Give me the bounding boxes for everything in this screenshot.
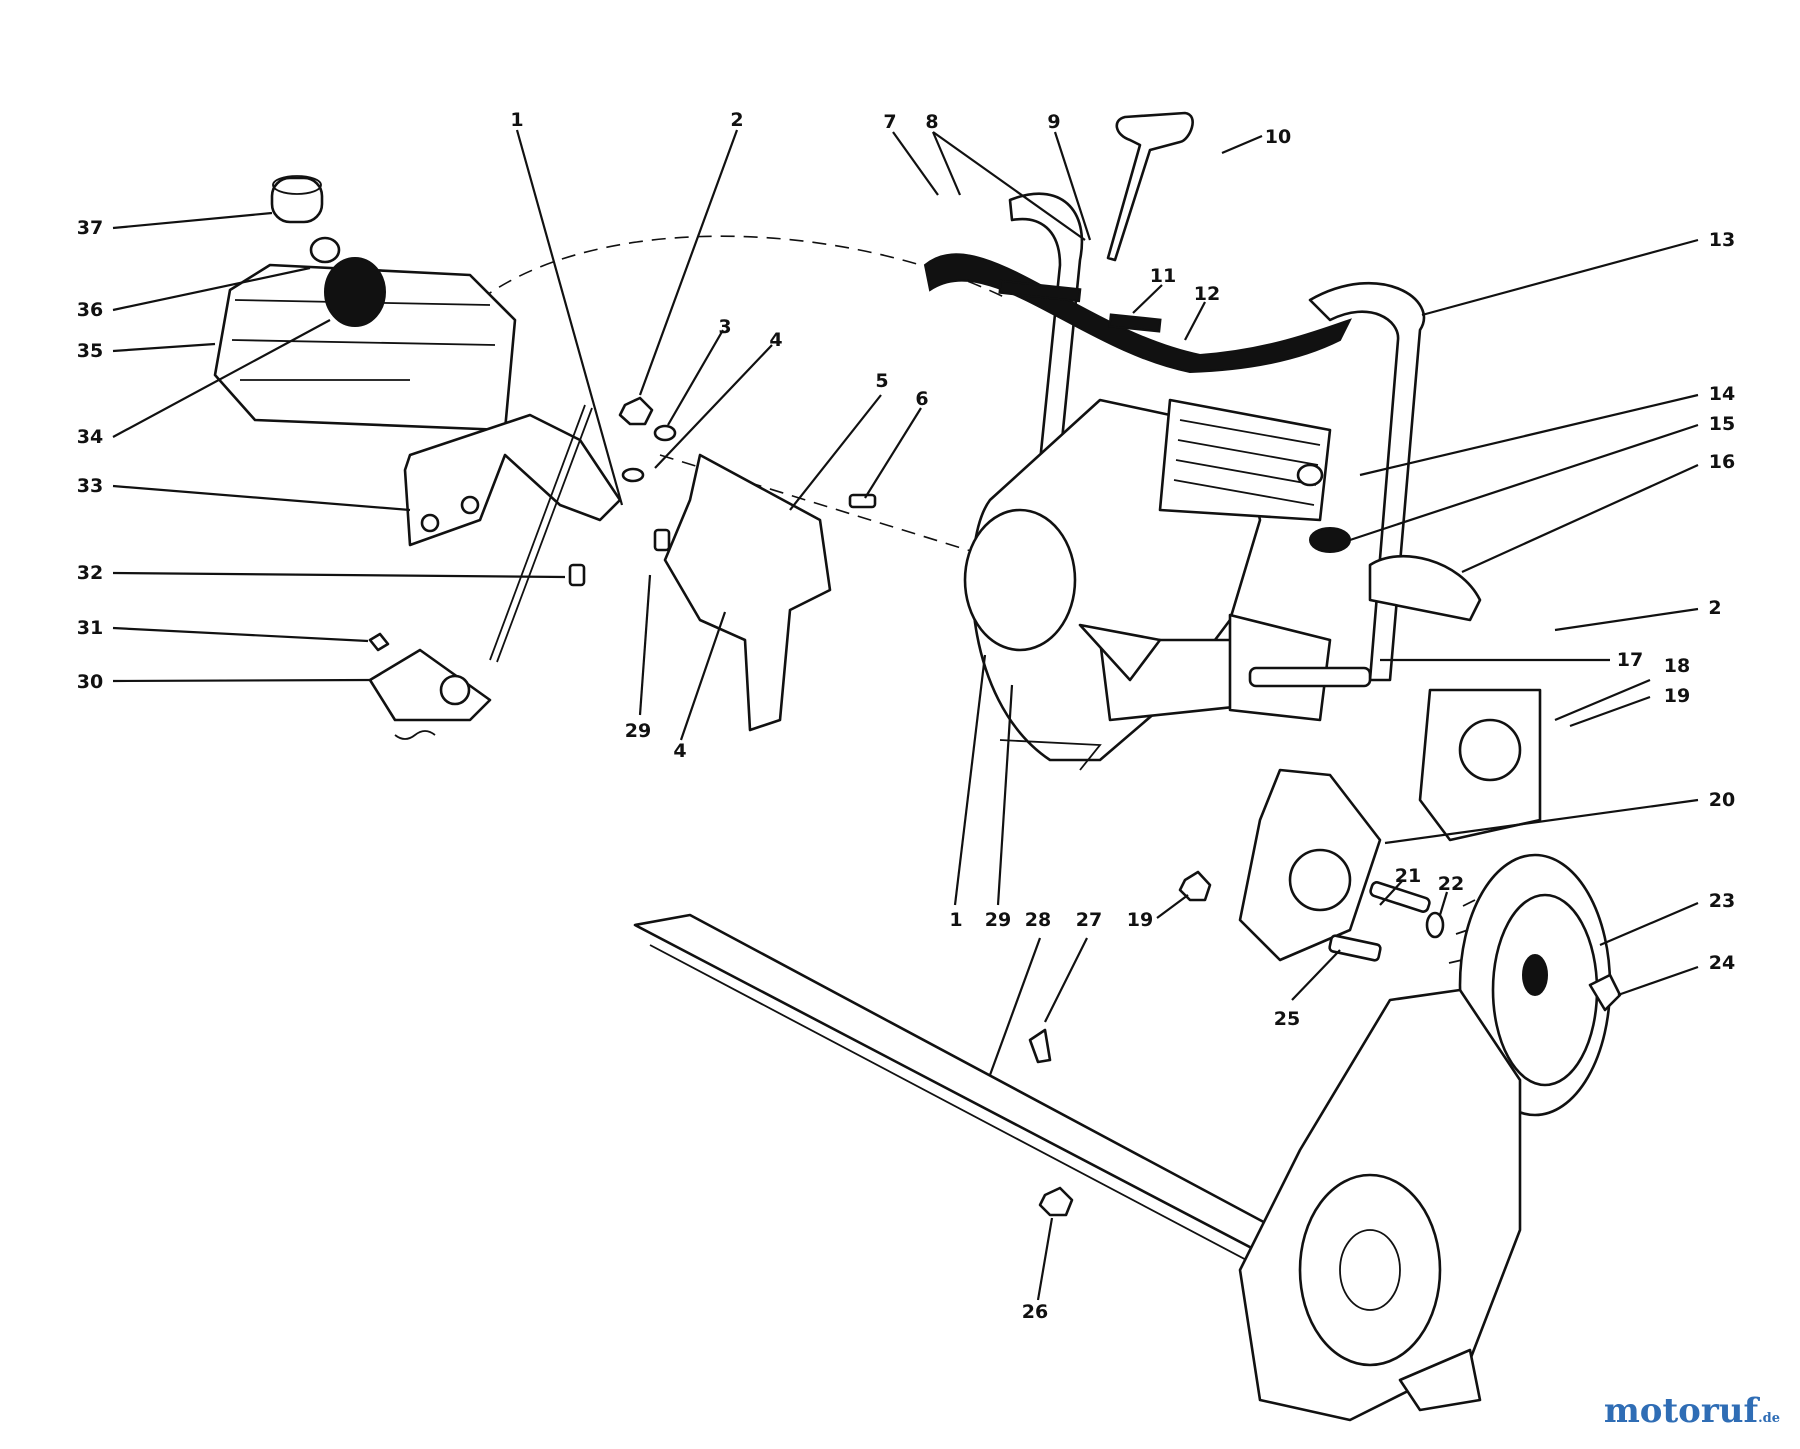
callout-label: 10 xyxy=(1265,126,1291,148)
callout-label: 3 xyxy=(718,316,731,338)
callout-label: 18 xyxy=(1664,655,1690,677)
axle xyxy=(1369,881,1431,913)
callout-label: 4 xyxy=(673,740,686,762)
nut xyxy=(1178,870,1212,902)
callout-label: 37 xyxy=(77,217,103,239)
washer xyxy=(1425,911,1445,939)
callout-label: 35 xyxy=(77,340,103,362)
callout-label: 2 xyxy=(1708,597,1721,619)
callout-label: 7 xyxy=(883,111,896,133)
engine xyxy=(963,398,1372,771)
bearing-hole xyxy=(1288,848,1352,912)
callout-label: 25 xyxy=(1274,1008,1300,1030)
callout-label: 32 xyxy=(77,562,103,584)
callout-label: 11 xyxy=(1150,265,1176,287)
callout-label: 26 xyxy=(1022,1301,1048,1323)
callout-label: 30 xyxy=(77,671,103,693)
callout-label: 9 xyxy=(1047,111,1060,133)
watermark-logo: motoruf.de xyxy=(1604,1391,1780,1431)
side-plate xyxy=(663,453,832,732)
callout-label: 6 xyxy=(915,388,928,410)
callout-label: 13 xyxy=(1709,229,1735,251)
callout-label: 16 xyxy=(1709,451,1735,473)
callout-label: 20 xyxy=(1709,789,1735,811)
callout-label: 31 xyxy=(77,617,103,639)
illustration xyxy=(213,111,1622,1422)
callout-label: 29 xyxy=(985,909,1011,931)
watermark-suffix: .de xyxy=(1758,1411,1780,1426)
fuel-tank xyxy=(213,175,517,432)
flange-nut xyxy=(1038,1186,1074,1217)
callout-label: 19 xyxy=(1664,685,1690,707)
callout-label: 15 xyxy=(1709,413,1735,435)
callout-label: 12 xyxy=(1194,283,1220,305)
handle-grip xyxy=(1368,554,1482,622)
callout-label: 5 xyxy=(875,370,888,392)
callout-label: 22 xyxy=(1438,873,1464,895)
callout-label: 21 xyxy=(1395,865,1421,887)
callout-label: 29 xyxy=(625,720,651,742)
callout-label: 19 xyxy=(1127,909,1153,931)
callout-labels: 1 2 3 4 5 6 7 8 9 10 11 12 13 14 15 16 2… xyxy=(77,109,1735,1323)
carriage-bolt xyxy=(1028,1028,1052,1064)
callout-label: 34 xyxy=(77,426,103,448)
callout-label: 1 xyxy=(949,909,962,931)
bolt xyxy=(1328,934,1382,962)
callout-label: 1 xyxy=(510,109,523,131)
callout-label: 8 xyxy=(925,111,938,133)
auger-hub xyxy=(1298,1173,1442,1367)
callout-label: 28 xyxy=(1025,909,1051,931)
callout-label: 4 xyxy=(769,329,782,351)
rear-plate-hole xyxy=(1458,718,1522,782)
callout-label: 33 xyxy=(77,475,103,497)
leader-lines xyxy=(112,129,1699,1301)
auger-hub-inner xyxy=(1339,1229,1401,1311)
housing-foot xyxy=(1398,1348,1482,1412)
tank-bracket xyxy=(368,404,622,740)
scraper-edge xyxy=(649,944,1361,1321)
callout-label: 27 xyxy=(1076,909,1102,931)
callout-label: 2 xyxy=(730,109,743,131)
callout-label: 23 xyxy=(1709,890,1735,912)
callout-label: 24 xyxy=(1709,952,1735,974)
callout-label: 17 xyxy=(1617,649,1643,671)
callout-label: 36 xyxy=(77,299,103,321)
callout-label: 14 xyxy=(1709,383,1735,405)
watermark-text: motoruf xyxy=(1603,1391,1759,1431)
